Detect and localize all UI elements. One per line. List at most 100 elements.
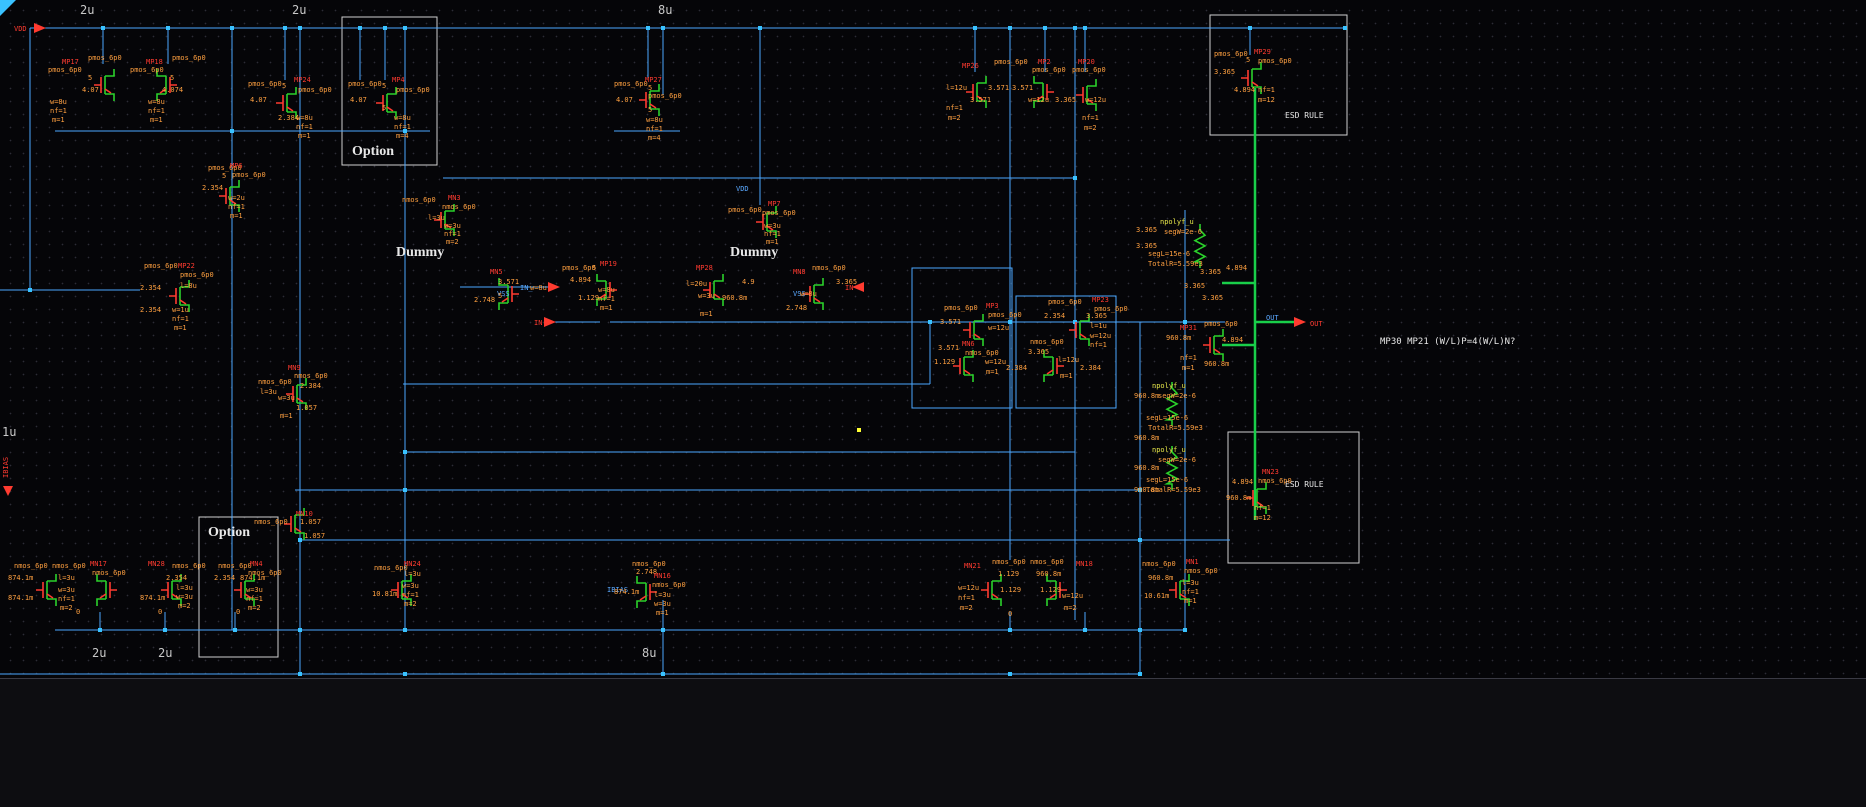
param-label: segW=2e-6	[1158, 392, 1196, 400]
pmos-transistor[interactable]	[169, 280, 190, 312]
pmos-transistor[interactable]	[966, 76, 987, 108]
wire-junction	[403, 450, 407, 454]
pmos-transistor[interactable]	[596, 274, 617, 306]
param-label: TotalR=5.59e3	[1148, 424, 1203, 432]
param-label: nmos_6p0	[965, 349, 999, 357]
channel	[1086, 79, 1097, 111]
channel	[1251, 62, 1262, 94]
gate	[161, 582, 179, 599]
channel	[976, 76, 987, 108]
pmos-transistor[interactable]	[219, 180, 240, 212]
pin-arrow[interactable]	[1294, 317, 1306, 327]
instance-label: MN18	[1076, 560, 1093, 568]
param-label: 4.894	[1222, 336, 1243, 344]
pmos-transistor[interactable]	[756, 206, 777, 238]
param-label: nmos_6p0	[294, 372, 328, 380]
wire[interactable]	[911, 267, 1013, 409]
wire-junction	[661, 672, 665, 676]
param-label: w=12u	[1090, 332, 1111, 340]
wire-junction	[1073, 320, 1077, 324]
pin-arrow[interactable]	[544, 317, 556, 327]
gate	[963, 322, 981, 339]
channel	[963, 350, 974, 382]
pmos-transistor[interactable]	[703, 274, 724, 306]
param-label: 3.365	[1086, 312, 1107, 320]
pmos-transistor[interactable]	[1203, 329, 1224, 361]
nmos-transistor[interactable]	[498, 278, 519, 310]
annotation: MP30 MP21 (W/L)P=4(W/L)N?	[1380, 337, 1515, 347]
pmos-transistor[interactable]	[963, 314, 984, 346]
nmos-transistor[interactable]	[286, 378, 307, 410]
nmos-transistor[interactable]	[234, 574, 255, 606]
param-label: 3.365	[1214, 68, 1235, 76]
param-label: w=8u	[800, 290, 817, 298]
nmos-transistor[interactable]	[391, 574, 412, 606]
nmos-transistor[interactable]	[1043, 350, 1064, 382]
param-label: pmos_6p0	[944, 304, 978, 312]
nmos-transistor[interactable]	[434, 204, 455, 236]
nmos-transistor[interactable]	[96, 574, 117, 606]
param-label: 874.1m	[8, 594, 33, 602]
instance-label: MP29	[1254, 48, 1271, 56]
dimension-label: 8u	[658, 3, 672, 17]
param-label: w=3u	[764, 222, 781, 230]
pin-arrow[interactable]	[3, 486, 13, 496]
gate	[803, 286, 821, 303]
nmos-transistor[interactable]	[953, 350, 974, 382]
pin-arrow[interactable]	[34, 23, 46, 33]
instance-label: MP3	[986, 302, 999, 310]
gate	[1076, 87, 1094, 104]
instance-label: MP23	[1092, 296, 1109, 304]
gate	[1203, 337, 1221, 354]
nmos-transistor[interactable]	[1246, 482, 1267, 514]
nmos-transistor[interactable]	[636, 576, 657, 608]
nmos-transistor[interactable]	[981, 574, 1002, 606]
param-label: m=1	[230, 212, 243, 220]
instance-label: MP7	[768, 200, 781, 208]
wire-junction	[230, 129, 234, 133]
param-label: m=12	[1258, 96, 1275, 104]
param-label: pmos_6p0	[88, 54, 122, 62]
pin-arrow[interactable]	[852, 282, 864, 292]
nmos-transistor[interactable]	[1169, 574, 1190, 606]
pin-arrow[interactable]	[548, 282, 560, 292]
param-label: nmos_6p0	[258, 378, 292, 386]
param-label: 4.07	[250, 96, 267, 104]
param-label: m=2	[1084, 124, 1097, 132]
nmos-transistor[interactable]	[1046, 574, 1067, 606]
instance-label: MP27	[645, 76, 662, 84]
pmos-transistor[interactable]	[1241, 62, 1262, 94]
gate	[434, 212, 452, 229]
pmos-transistor[interactable]	[1069, 314, 1090, 346]
param-label: pmos_6p0	[180, 271, 214, 279]
pmos-transistor[interactable]	[94, 69, 115, 101]
pmos-transistor[interactable]	[276, 87, 297, 119]
param-label: 3.365	[836, 278, 857, 286]
resistor[interactable]	[1164, 382, 1179, 426]
pmos-transistor[interactable]	[376, 87, 397, 119]
resistor[interactable]	[1164, 446, 1179, 490]
param-label: 2.354	[140, 306, 161, 314]
nmos-transistor[interactable]	[803, 278, 824, 310]
param-label: 960.8m	[1134, 434, 1159, 442]
param-label: 5	[88, 74, 92, 82]
annotation-box	[1227, 431, 1360, 564]
param-label: l=3u	[654, 591, 671, 599]
nmos-transistor[interactable]	[36, 574, 57, 606]
nmos-transistor[interactable]	[161, 574, 182, 606]
gate	[94, 77, 112, 94]
pmos-transistor[interactable]	[639, 84, 660, 116]
nmos-transistor[interactable]	[284, 508, 305, 540]
param-label: l=8u	[180, 282, 197, 290]
param-label: nf=1	[1090, 341, 1107, 349]
param-label: m=1	[986, 368, 999, 376]
pmos-transistor[interactable]	[1076, 79, 1097, 111]
resistor[interactable]	[1192, 224, 1207, 268]
param-label: 960.8m	[1134, 486, 1159, 494]
pmos-transistor[interactable]	[1033, 76, 1054, 108]
channel	[1179, 574, 1190, 606]
pmos-transistor[interactable]	[156, 69, 177, 101]
param-label: pmos_6p0	[994, 58, 1028, 66]
wire[interactable]	[1015, 295, 1117, 409]
